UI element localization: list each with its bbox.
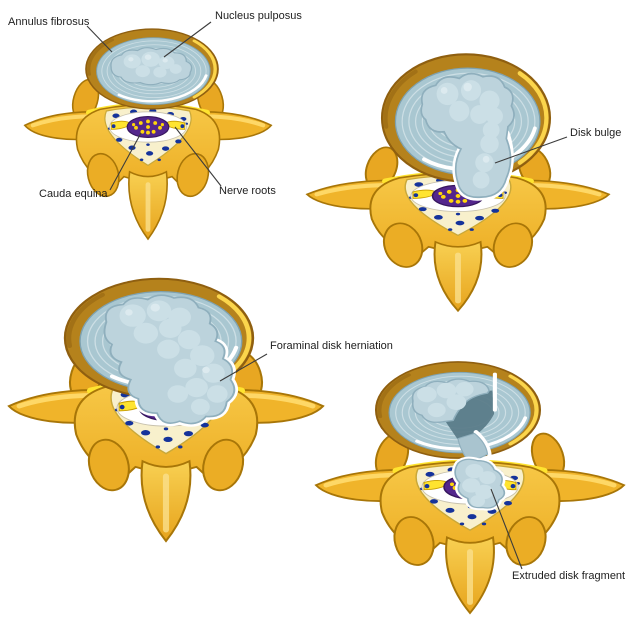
disk-bulge-shape: [382, 54, 550, 201]
leader-line-nerve-roots: [174, 126, 222, 187]
leader-lines: [86, 21, 568, 570]
label-nucleus-pulposus: Nucleus pulposus: [215, 10, 302, 22]
label-foraminal-disk-herniation: Foraminal disk herniation: [270, 340, 393, 352]
vertebra-disk-bulge: [307, 54, 609, 310]
label-cauda-equina: Cauda equina: [39, 188, 108, 200]
leader-line-foraminal-disk-herniation: [219, 353, 268, 382]
vertebra-foraminal-herniation: [9, 279, 323, 541]
nucleus-pulposus-shape: [110, 47, 193, 86]
leader-line-annulus-fibrosus: [86, 25, 113, 53]
disk-extruded-shape: [376, 362, 540, 511]
vertebra-extruded-fragment: [316, 362, 624, 613]
disk-foraminal-shape: [65, 279, 253, 427]
leader-line-extruded-disk-fragment: [490, 488, 523, 570]
leader-line-cauda-equina: [109, 132, 142, 191]
leader-line-nucleus-pulposus: [163, 21, 212, 58]
label-extruded-disk-fragment: Extruded disk fragment: [512, 570, 626, 582]
leader-line-disk-bulge: [494, 136, 568, 164]
disk-normal: [84, 27, 220, 111]
label-nerve-roots: Nerve roots: [219, 185, 276, 197]
label-annulus-fibrosus: Annulus fibrosus: [8, 16, 90, 28]
label-disk-bulge: Disk bulge: [570, 127, 622, 139]
vertebra-normal: [25, 27, 271, 239]
